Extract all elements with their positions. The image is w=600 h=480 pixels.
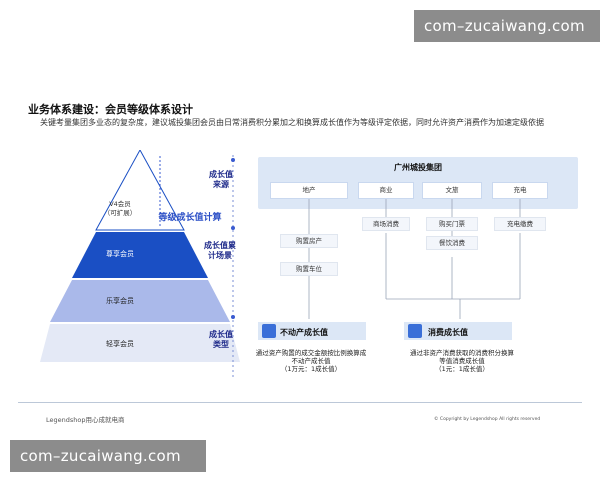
- slide-subtitle: 关键考量集团多业态的复杂度，建议城投集团会员由日常消费积分累加之和换算成长值作为…: [40, 118, 544, 127]
- pyramid-level-v4: [95, 150, 185, 231]
- footer-divider: [18, 402, 582, 403]
- row-label-scene: 成长值累 计场景: [204, 241, 236, 260]
- type-realestate-label: 不动产成长值: [280, 328, 328, 337]
- source-commerce: 商业: [358, 182, 414, 199]
- pyramid-label-zunxiang: 尊享会员: [106, 250, 134, 258]
- source-group-title: 广州城投集团: [394, 163, 442, 172]
- type-consumption-label: 消费成长值: [428, 328, 468, 337]
- scene-buy-property: 购置房产: [280, 234, 338, 248]
- pyramid-label-qingxiang: 轻享会员: [106, 340, 134, 348]
- row-label-type: 成长值 类型: [209, 330, 233, 349]
- slide-title: 业务体系建设：会员等级体系设计: [28, 103, 193, 116]
- source-tourism: 文旅: [422, 182, 482, 199]
- pyramid-level-lexiang: [50, 280, 230, 322]
- scene-dining: 餐饮消费: [426, 236, 478, 250]
- row-label-source: 成长值 来源: [209, 170, 233, 189]
- watermark-bottom: com–zucaiwang.com: [10, 440, 206, 472]
- scene-charging-payment: 充电缴费: [494, 217, 546, 231]
- type-consumption-growth: [404, 322, 512, 340]
- footer-copyright: © Copyright by Legendshop All rights res…: [434, 417, 541, 422]
- type-consumption-note: 通过非资产消费获取的消费积分换算 等值消费成长值 （1元：1成长值）: [410, 349, 514, 373]
- watermark-top: com–zucaiwang.com: [414, 10, 600, 42]
- source-property: 地产: [270, 182, 348, 199]
- type-realestate-note: 通过资产购置的成交金额按比例换算成 不动产成长值 （1万元：1成长值）: [255, 349, 367, 373]
- pyramid-level-qingxiang: [40, 324, 240, 362]
- connectors: [308, 199, 521, 319]
- growth-calc-label: 等级成长值计算: [158, 213, 222, 223]
- scene-buy-parking: 购置车位: [280, 262, 338, 276]
- pyramid-label-lexiang: 乐享会员: [106, 297, 134, 305]
- pyramid-level-zunxiang: [72, 232, 208, 278]
- vertical-axis: [231, 155, 235, 380]
- scene-mall-shopping: 商场消费: [362, 217, 410, 231]
- source-charging: 充电: [492, 182, 548, 199]
- type-realestate-growth: [258, 322, 366, 340]
- home-icon: [408, 324, 422, 338]
- scene-buy-tickets: 购买门票: [426, 217, 478, 231]
- pyramid: V4会员 （可扩展）: [40, 150, 240, 362]
- pyramid-label-v4: V4会员 （可扩展）: [103, 200, 137, 217]
- footer-brand: Legendshop用心成就电商: [46, 416, 125, 424]
- building-icon: [262, 324, 276, 338]
